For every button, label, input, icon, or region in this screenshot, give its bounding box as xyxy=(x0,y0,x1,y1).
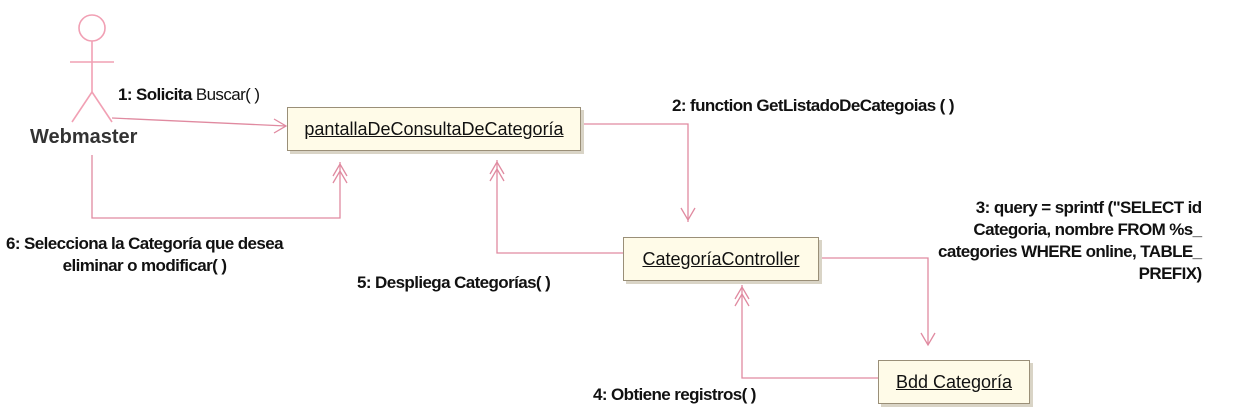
object-pantalla[interactable]: pantallaDeConsultaDeCategoría xyxy=(287,107,581,151)
link-pantalla-controller xyxy=(580,123,689,222)
arrowhead-m6 xyxy=(332,162,348,184)
arrowhead-m1 xyxy=(273,118,288,134)
link-bdd-controller xyxy=(741,285,878,379)
link-controller-pantalla xyxy=(496,160,623,254)
actor-label: Webmaster xyxy=(30,126,138,148)
link-actor-return xyxy=(91,155,341,219)
message-2: 2: function GetListadoDeCategoias ( ) xyxy=(672,96,955,115)
link-controller-bdd xyxy=(818,257,929,345)
object-bdd[interactable]: Bdd Categoría xyxy=(878,360,1030,404)
link-actor-pantalla xyxy=(111,117,287,127)
webmaster-actor-icon xyxy=(70,14,114,123)
message-6: 6: Selecciona la Categoría que desea eli… xyxy=(6,234,284,275)
message-1-prefix: 1: Solicita xyxy=(118,85,196,104)
arrowhead-m5 xyxy=(489,160,505,182)
message-3: 3: query = sprintf ("SELECT id Categoria… xyxy=(938,198,1202,283)
message-5: 5: Despliega Categorías( ) xyxy=(357,273,551,292)
object-controller[interactable]: CategoríaController xyxy=(623,237,819,281)
message-4: 4: Obtiene registros( ) xyxy=(593,385,756,404)
arrowhead-m3 xyxy=(920,332,936,347)
message-1-call: Buscar( ) xyxy=(195,85,260,104)
message-1: 1: Solicita Buscar( ) xyxy=(118,84,260,106)
arrowhead-m2 xyxy=(680,207,696,222)
arrowhead-m4 xyxy=(734,285,750,307)
